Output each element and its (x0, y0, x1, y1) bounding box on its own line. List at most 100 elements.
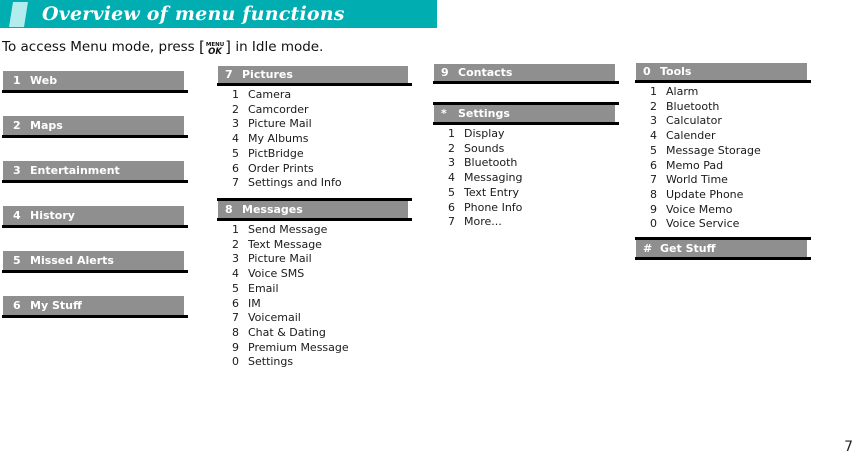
menu-item: 4 My Albums (232, 132, 408, 147)
menu-item: 2 Text Message (232, 238, 408, 253)
item-label: Camcorder (248, 102, 309, 116)
item-label: Display (464, 127, 505, 140)
menu-item: 1 Camera (232, 88, 408, 103)
menu-section-get-stuff: # Get Stuff (635, 237, 811, 260)
menu-label: Messages (242, 203, 303, 216)
menu-label: History (30, 209, 75, 222)
item-label: Camera (248, 88, 292, 101)
menu-header-history: 4 History (2, 206, 188, 228)
item-label: Text Message (248, 237, 322, 251)
menu-number: 0 (643, 65, 651, 78)
menu-header-get-stuff: # Get Stuff (635, 237, 811, 260)
item-label: Phone Info (464, 200, 523, 214)
menu-section-my-stuff: 6 My Stuff (2, 296, 188, 318)
menu-item: 7 Settings and Info (232, 176, 408, 191)
menu-item-list: 1 Send Message 2 Text Message 3 Picture … (218, 223, 408, 370)
item-label: Voice Memo (666, 202, 733, 216)
menu-label: Pictures (242, 68, 293, 81)
item-number: 4 (232, 132, 239, 146)
menu-section-tools: 0 Tools 1 Alarm 2 Bluetooth 3 Calculator… (635, 63, 811, 232)
item-number: 4 (650, 129, 657, 143)
page-title: Overview of menu functions (42, 3, 345, 25)
item-number: 4 (448, 171, 455, 185)
item-label: Messaging (464, 171, 523, 185)
menu-number: 5 (13, 254, 21, 267)
menu-header-missed-alerts: 5 Missed Alerts (2, 251, 188, 273)
item-number: 1 (232, 223, 239, 236)
menu-header-contacts: 9 Contacts (433, 64, 619, 84)
item-label: Message Storage (666, 143, 761, 157)
item-number: 3 (650, 114, 657, 128)
item-number: 6 (448, 200, 455, 214)
item-label: Alarm (666, 85, 699, 98)
item-number: 8 (650, 187, 657, 201)
item-number: 1 (232, 88, 239, 101)
menu-item: 6 Order Prints (232, 162, 408, 177)
menu-item: 5 Text Entry (448, 186, 615, 201)
menu-number: 2 (13, 119, 21, 132)
menu-number: * (441, 107, 447, 120)
item-number: 9 (650, 202, 657, 216)
page-number: 7 (844, 439, 853, 455)
item-label: Settings (248, 355, 294, 369)
menu-label: Contacts (458, 66, 513, 79)
item-label: Picture Mail (248, 117, 312, 131)
menu-item: 4 Voice SMS (232, 267, 408, 282)
item-number: 2 (232, 237, 239, 251)
bracket-open: [ (199, 38, 205, 56)
menu-label: My Stuff (30, 299, 82, 312)
menu-header-tools: 0 Tools (635, 63, 811, 83)
item-label: Update Phone (666, 187, 744, 201)
menu-item: 4 Messaging (448, 171, 615, 186)
item-number: 6 (232, 161, 239, 175)
menu-section-history: 4 History (2, 206, 188, 228)
menu-section-maps: 2 Maps (2, 116, 188, 138)
menu-item: 9 Premium Message (232, 341, 408, 356)
menu-section-contacts: 9 Contacts (433, 64, 619, 84)
menu-header-web: 1 Web (2, 71, 188, 93)
bracket-close: ] (225, 38, 232, 56)
item-label: Bluetooth (464, 156, 518, 170)
menu-item: 8 Update Phone (650, 188, 807, 203)
menu-item: 7 Voicemail (232, 311, 408, 326)
item-label: More... (464, 215, 502, 229)
menu-item: 3 Picture Mail (232, 117, 408, 132)
item-number: 0 (232, 355, 239, 369)
item-label: Email (248, 281, 279, 295)
item-label: Premium Message (248, 340, 349, 354)
item-number: 6 (650, 158, 657, 172)
menu-number: 3 (13, 164, 21, 177)
menu-header-settings: * Settings (433, 102, 619, 125)
title-bar: Overview of menu functions (0, 0, 437, 28)
item-label: World Time (666, 173, 728, 187)
menu-item: 0 Voice Service (650, 217, 807, 232)
item-number: 3 (448, 156, 455, 170)
item-number: 9 (232, 340, 239, 354)
item-number: 6 (232, 296, 239, 310)
item-number: 3 (232, 117, 239, 131)
item-number: 7 (232, 311, 239, 325)
menu-item: 6 Phone Info (448, 201, 615, 216)
menu-section-missed-alerts: 5 Missed Alerts (2, 251, 188, 273)
item-label: Send Message (248, 223, 328, 236)
menu-item: 2 Camcorder (232, 103, 408, 118)
item-number: 2 (232, 102, 239, 116)
menu-number: 9 (441, 66, 449, 79)
item-label: Bluetooth (666, 99, 720, 113)
menu-number: # (643, 242, 653, 255)
menu-section-entertainment: 3 Entertainment (2, 161, 188, 183)
instruction-text-before: To access Menu mode, press (2, 39, 199, 55)
menu-number: 7 (225, 68, 233, 81)
item-number: 5 (650, 143, 657, 157)
item-number: 7 (650, 173, 657, 187)
item-label: Text Entry (464, 185, 520, 199)
item-number: 5 (448, 185, 455, 199)
item-number: 7 (232, 176, 239, 190)
menu-section-web: 1 Web (2, 71, 188, 93)
item-label: Order Prints (248, 161, 314, 175)
menu-item: 7 More... (448, 215, 615, 230)
menu-number: 1 (13, 74, 21, 87)
menu-item: 6 Memo Pad (650, 159, 807, 174)
menu-label: Entertainment (30, 164, 120, 177)
menu-item: 1 Send Message (232, 223, 408, 238)
